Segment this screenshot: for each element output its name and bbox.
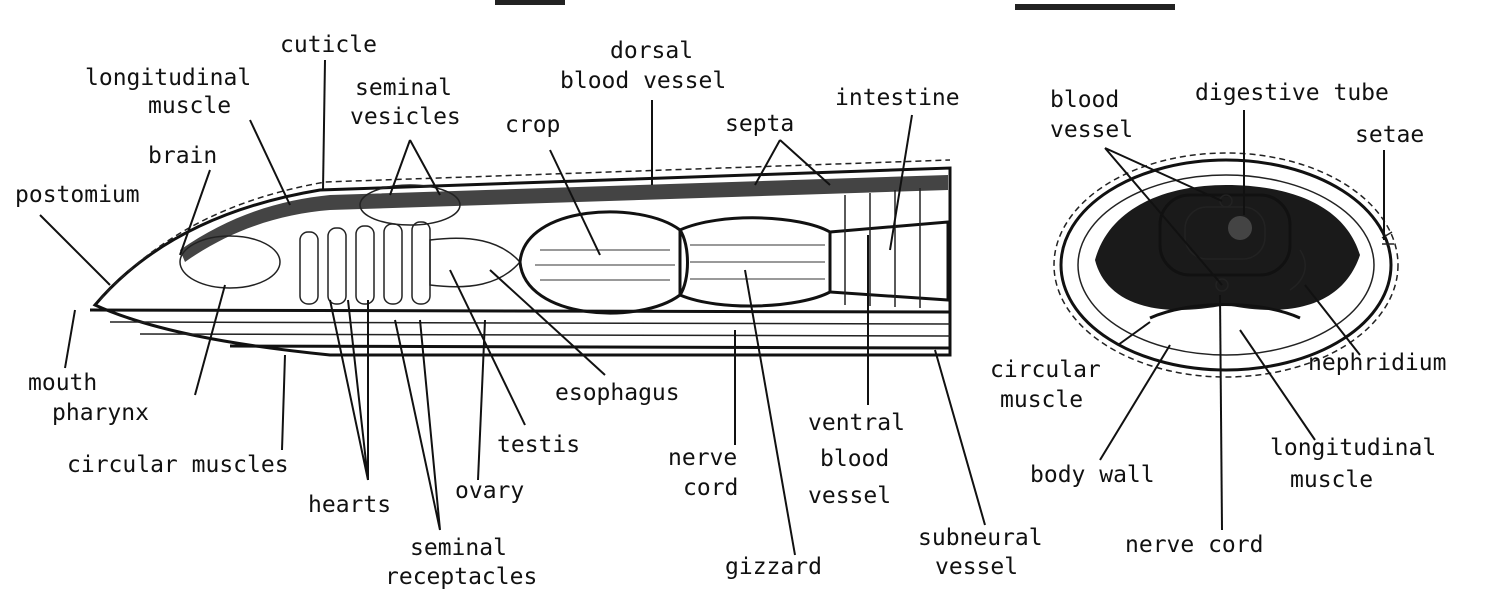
label-ovary: ovary xyxy=(455,478,524,504)
label-brain: brain xyxy=(148,143,217,169)
label-longitudinal-muscle-cross-line2: muscle xyxy=(1290,467,1373,493)
intestine-shape xyxy=(830,222,948,300)
label-postomium: postomium xyxy=(15,182,140,208)
label-nerve-cord-line1: nerve xyxy=(668,445,737,471)
hearts-rings xyxy=(300,222,430,304)
scan-artifacts xyxy=(495,0,1175,10)
label-nerve-cord-cross: nerve cord xyxy=(1125,532,1263,558)
label-mouth: mouth xyxy=(28,370,97,396)
label-seminal-receptacles-line2: receptacles xyxy=(385,564,537,590)
label-septa: septa xyxy=(725,111,794,137)
label-subneural-vessel-line1: subneural xyxy=(918,525,1043,551)
longitudinal-section-drawing xyxy=(90,160,950,355)
label-crop: crop xyxy=(505,112,560,138)
label-pharynx: pharynx xyxy=(52,400,149,426)
label-blood-vessel-line2: vessel xyxy=(1050,117,1133,143)
label-intestine: intestine xyxy=(835,85,960,111)
pharynx-shape xyxy=(180,236,280,288)
ventral-line-2 xyxy=(110,322,950,324)
ventral-line-3 xyxy=(140,334,950,336)
label-subneural-vessel-line2: vessel xyxy=(935,554,1018,580)
cross-section-drawing xyxy=(1054,153,1398,377)
label-ventral-blood-vessel-line2: blood xyxy=(820,446,889,472)
label-hearts: hearts xyxy=(308,492,391,518)
ventral-line-4 xyxy=(230,346,950,348)
label-nephridium: nephridium xyxy=(1308,350,1446,376)
septa-lines xyxy=(845,188,920,308)
label-dorsal-blood-vessel-line2: blood vessel xyxy=(560,68,726,94)
label-digestive-tube: digestive tube xyxy=(1195,80,1389,106)
label-gizzard: gizzard xyxy=(725,554,822,580)
label-body-wall: body wall xyxy=(1030,462,1155,488)
label-longitudinal-muscle-line1: longitudinal xyxy=(85,65,251,91)
typhlosole xyxy=(1228,216,1252,240)
label-dorsal-blood-vessel-line1: dorsal xyxy=(610,38,693,64)
label-seminal-vesicles-line1: seminal xyxy=(355,75,452,101)
label-longitudinal-muscle-cross-line1: longitudinal xyxy=(1270,435,1436,461)
label-cuticle: cuticle xyxy=(280,32,377,58)
label-circular-muscle-line2: muscle xyxy=(1000,387,1083,413)
label-ventral-blood-vessel-line1: ventral xyxy=(808,410,905,436)
label-longitudinal-muscle-line2: muscle xyxy=(148,93,231,119)
label-ventral-blood-vessel-line3: vessel xyxy=(808,483,891,509)
crop-shape xyxy=(520,212,688,313)
label-esophagus: esophagus xyxy=(555,380,680,406)
label-blood-vessel-line1: blood xyxy=(1050,87,1119,113)
label-setae: setae xyxy=(1355,122,1424,148)
label-nerve-cord-line2: cord xyxy=(683,475,738,501)
label-seminal-vesicles-line2: vesicles xyxy=(350,104,461,130)
coelom-dark xyxy=(1095,185,1360,310)
label-circular-muscles: circular muscles xyxy=(67,452,289,478)
label-seminal-receptacles-line1: seminal xyxy=(410,535,507,561)
label-circular-muscle-line1: circular xyxy=(990,357,1101,383)
esophagus-shape xyxy=(430,238,520,287)
label-testis: testis xyxy=(497,432,580,458)
